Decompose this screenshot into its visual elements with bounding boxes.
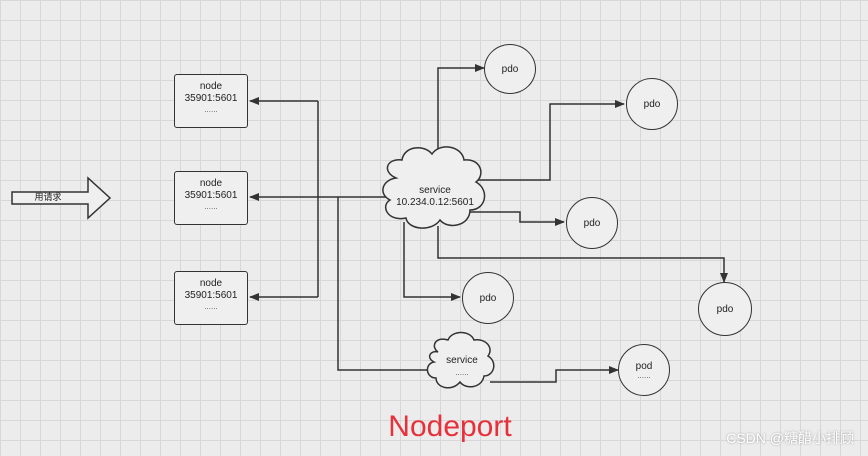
node-box-3-port: 35901:5601 (184, 290, 238, 301)
pod-circle-3: pdo (566, 197, 618, 249)
pod-circle-4: pdo (462, 272, 514, 324)
connector-small-service (337, 197, 432, 371)
service-small-dots: ...... (455, 368, 469, 377)
pod-circle-1-label: pdo (501, 63, 519, 75)
pod-circle-5: pdo (698, 282, 752, 336)
pod-circle-4-label: pdo (479, 292, 497, 304)
connector-pod3 (470, 211, 565, 226)
node-box-3-name: node (199, 278, 223, 289)
connector-pod5 (437, 226, 728, 283)
service-main-label: service 10.234.0.12:5601 (390, 185, 480, 209)
pod-circle-5-label: pdo (716, 303, 734, 315)
service-main-name: service (419, 185, 451, 196)
connector-pod2 (470, 100, 625, 181)
pod-circle-bottom: pod ...... (618, 344, 670, 396)
connector-pod-bottom (490, 366, 619, 383)
service-main-address: 10.234.0.12:5601 (396, 197, 474, 208)
pod-circle-2-label: pdo (643, 98, 661, 110)
connector-pod4 (403, 222, 461, 301)
watermark: CSDN @糖醋小排顾 (726, 430, 854, 446)
node-box-2-dots: ...... (204, 202, 218, 211)
pod-circle-bottom-dots: ...... (637, 370, 651, 380)
pod-circle-3-label: pdo (583, 217, 601, 229)
request-arrow-label: 用请求 (34, 192, 62, 202)
node-box-2: node 35901:5601 ...... (174, 171, 248, 225)
node-box-1-name: node (199, 81, 223, 92)
node-box-2-name: node (199, 178, 223, 189)
node-box-1-port: 35901:5601 (184, 93, 238, 104)
service-small-label: service ...... (432, 355, 492, 379)
node-box-3-dots: ...... (204, 302, 218, 311)
node-box-3: node 35901:5601 ...... (174, 271, 248, 325)
pod-circle-bottom-label: pod (635, 360, 653, 372)
diagram-caption: Nodeport (388, 410, 512, 443)
service-main-cloud (382, 146, 486, 229)
service-small-name: service (446, 355, 478, 366)
node-box-2-port: 35901:5601 (184, 190, 238, 201)
node-box-1-dots: ...... (204, 105, 218, 114)
node-box-1: node 35901:5601 ...... (174, 74, 248, 128)
connector-pod1 (437, 64, 485, 166)
service-small-cloud (426, 331, 495, 389)
request-arrow (11, 176, 112, 220)
pod-circle-2: pdo (626, 78, 678, 130)
pod-circle-1: pdo (484, 44, 536, 94)
